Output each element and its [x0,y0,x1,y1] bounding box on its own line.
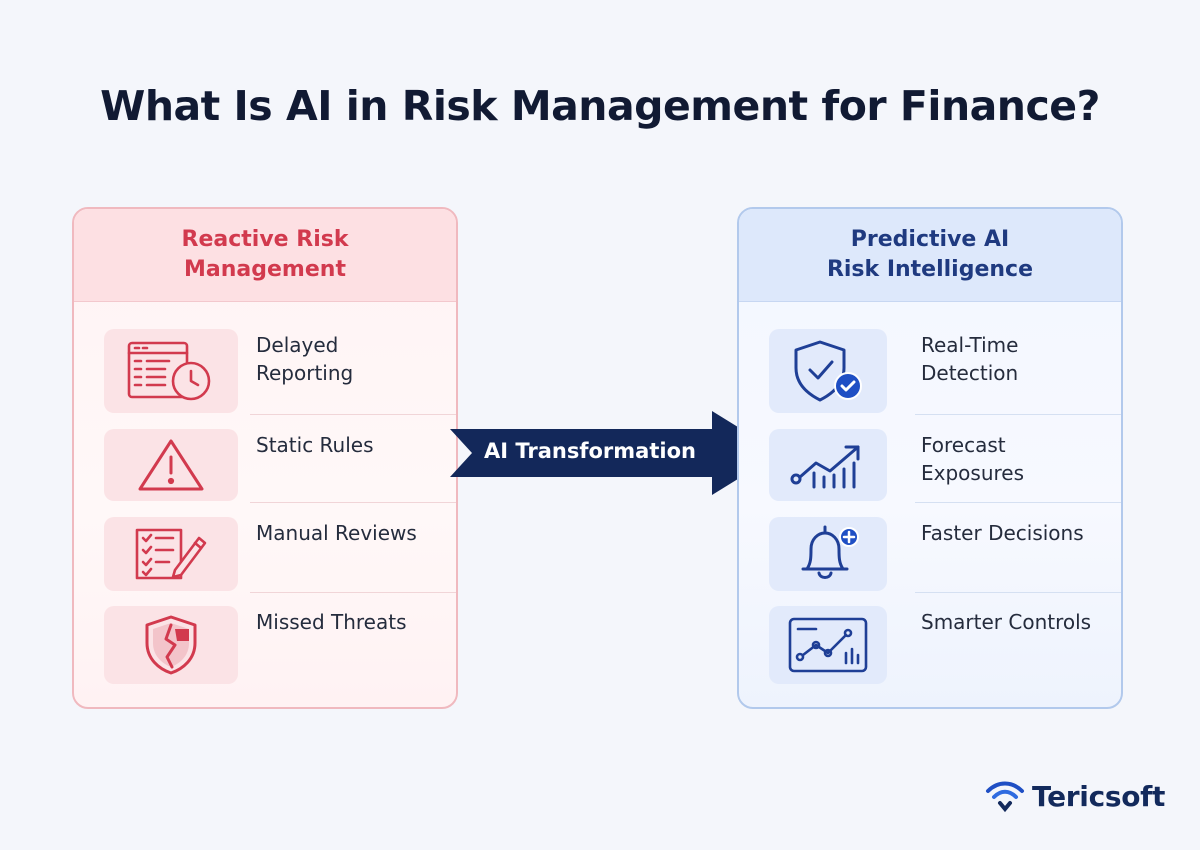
item-label-line1: Real-Time [921,333,1019,357]
trend-chart-icon [769,429,887,501]
page-title: What Is AI in Risk Management for Financ… [100,82,1100,130]
item-forecast-exposures: Forecast Exposures [769,429,1121,503]
brand-name: Tericsoft [1032,779,1166,813]
item-static-rules: Static Rules [104,429,456,503]
item-smarter-controls: Smarter Controls [769,606,1109,684]
item-label-line1: Manual Reviews [256,521,417,545]
bell-plus-icon [769,517,887,591]
divider [915,414,1121,415]
item-label-line1: Static Rules [256,433,374,457]
item-label-line1: Missed Threats [256,610,407,634]
reactive-risk-panel: Reactive Risk Management Del [72,207,458,709]
divider [915,592,1121,593]
divider [250,414,456,415]
predictive-title-line2: Risk Intelligence [826,257,1034,282]
reactive-title-line2: Management [184,257,346,282]
item-label-line1: Faster Decisions [921,521,1084,545]
predictive-panel-header: Predictive AI Risk Intelligence [739,209,1121,302]
reactive-panel-header: Reactive Risk Management [74,209,456,302]
warning-triangle-icon [104,429,238,501]
divider [250,592,456,593]
item-label-line1: Smarter Controls [921,610,1092,634]
ai-transformation-arrow [450,411,780,495]
report-clock-icon [104,329,238,413]
item-label-line2: Detection [921,361,1019,385]
item-label-line2: Reporting [256,361,354,385]
brand-logo: Tericsoft [984,776,1165,816]
item-label-line1: Delayed [256,333,339,357]
predictive-title-line1: Predictive AI [850,227,1010,252]
item-faster-decisions: Faster Decisions [769,517,1121,593]
arrow-label: AI Transformation [484,439,696,463]
item-label-line2: Exposures [921,461,1025,485]
dashboard-chart-icon [769,606,887,684]
divider [250,502,456,503]
item-real-time-detection: Real-Time Detection [769,329,1121,415]
broken-shield-icon [104,606,238,684]
item-manual-reviews: Manual Reviews [104,517,456,593]
item-missed-threats: Missed Threats [104,606,444,684]
divider [915,502,1121,503]
shield-check-icon [769,329,887,413]
item-label-line1: Forecast [921,433,1006,457]
predictive-ai-panel: Predictive AI Risk Intelligence Real-Tim… [737,207,1123,709]
reactive-title-line1: Reactive Risk [181,227,349,252]
checklist-pencil-icon [104,517,238,591]
item-delayed-reporting: Delayed Reporting [104,329,456,415]
wifi-logo-icon [986,781,1024,813]
